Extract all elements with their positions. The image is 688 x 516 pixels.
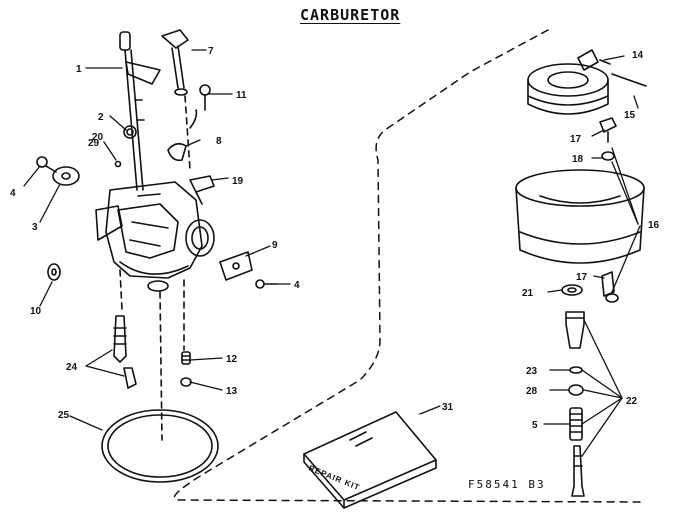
callout-28: 28 bbox=[526, 386, 538, 397]
part-23 bbox=[569, 366, 583, 374]
callout-5: 5 bbox=[532, 420, 538, 431]
align-line-2 bbox=[159, 291, 163, 441]
link-8 bbox=[167, 109, 198, 162]
callout-10: 10 bbox=[30, 306, 42, 317]
callout-20: 20 bbox=[92, 132, 104, 143]
carburetor-body bbox=[95, 181, 215, 292]
spring-5 bbox=[569, 407, 583, 441]
spring-12 bbox=[181, 351, 191, 365]
washer-10 bbox=[47, 263, 61, 281]
screw-17-lower bbox=[601, 271, 619, 303]
choke-shaft bbox=[161, 29, 191, 171]
throttle-shaft bbox=[119, 31, 161, 191]
disc-3 bbox=[52, 166, 80, 186]
callout-17-lower: 17 bbox=[576, 272, 588, 283]
screw-11 bbox=[199, 84, 211, 111]
repair-kit-31 bbox=[303, 411, 437, 509]
callout-22: 22 bbox=[626, 396, 638, 407]
align-line-1 bbox=[119, 269, 123, 311]
screw-4-right bbox=[255, 279, 277, 289]
callout-7: 7 bbox=[208, 46, 214, 57]
leader-lines bbox=[23, 49, 641, 457]
needle-valve-24 bbox=[113, 315, 137, 389]
callout-21: 21 bbox=[522, 288, 534, 299]
figure-number: F58541 B3 bbox=[468, 478, 546, 491]
diagram-title: CARBURETOR bbox=[300, 6, 401, 24]
callout-15: 15 bbox=[624, 110, 636, 121]
callout-9: 9 bbox=[272, 240, 278, 251]
callout-4-left: 4 bbox=[10, 188, 16, 199]
callout-4-right: 4 bbox=[294, 280, 300, 291]
callout-8: 8 bbox=[216, 136, 222, 147]
callout-16: 16 bbox=[648, 220, 660, 231]
washer-18 bbox=[601, 151, 615, 161]
callout-31: 31 bbox=[442, 402, 454, 413]
callout-11: 11 bbox=[236, 90, 247, 101]
spring-2 bbox=[123, 125, 137, 139]
callout-3: 3 bbox=[32, 222, 38, 233]
float-bowl-16 bbox=[515, 169, 645, 264]
callout-25: 25 bbox=[58, 410, 70, 421]
needle-screw bbox=[571, 445, 585, 497]
part-29 bbox=[114, 160, 122, 168]
callout-labels: 1 2 3 4 4 5 7 8 9 10 11 12 13 14 15 16 1… bbox=[10, 46, 660, 492]
callout-18: 18 bbox=[572, 154, 584, 165]
callout-2: 2 bbox=[98, 112, 104, 123]
part-28 bbox=[568, 384, 584, 396]
callout-19: 19 bbox=[232, 176, 244, 187]
callout-17-upper: 17 bbox=[570, 134, 582, 145]
main-jet-22 bbox=[565, 311, 585, 349]
callout-14: 14 bbox=[632, 50, 644, 61]
screw-17-upper bbox=[599, 117, 617, 143]
screw-4-left bbox=[36, 156, 57, 173]
bowl-nut-14 bbox=[527, 49, 611, 115]
lever-19 bbox=[189, 175, 215, 205]
group-boundary-dashed bbox=[173, 29, 641, 503]
pin-15 bbox=[611, 73, 647, 87]
callout-29: 29 bbox=[88, 138, 100, 149]
gasket-9 bbox=[219, 251, 253, 281]
o-ring-25 bbox=[101, 409, 219, 483]
callout-12: 12 bbox=[226, 354, 238, 365]
callout-23: 23 bbox=[526, 366, 538, 377]
callout-13: 13 bbox=[226, 386, 238, 397]
washer-21 bbox=[561, 284, 583, 296]
callout-1: 1 bbox=[76, 64, 82, 75]
callout-24: 24 bbox=[66, 362, 78, 373]
